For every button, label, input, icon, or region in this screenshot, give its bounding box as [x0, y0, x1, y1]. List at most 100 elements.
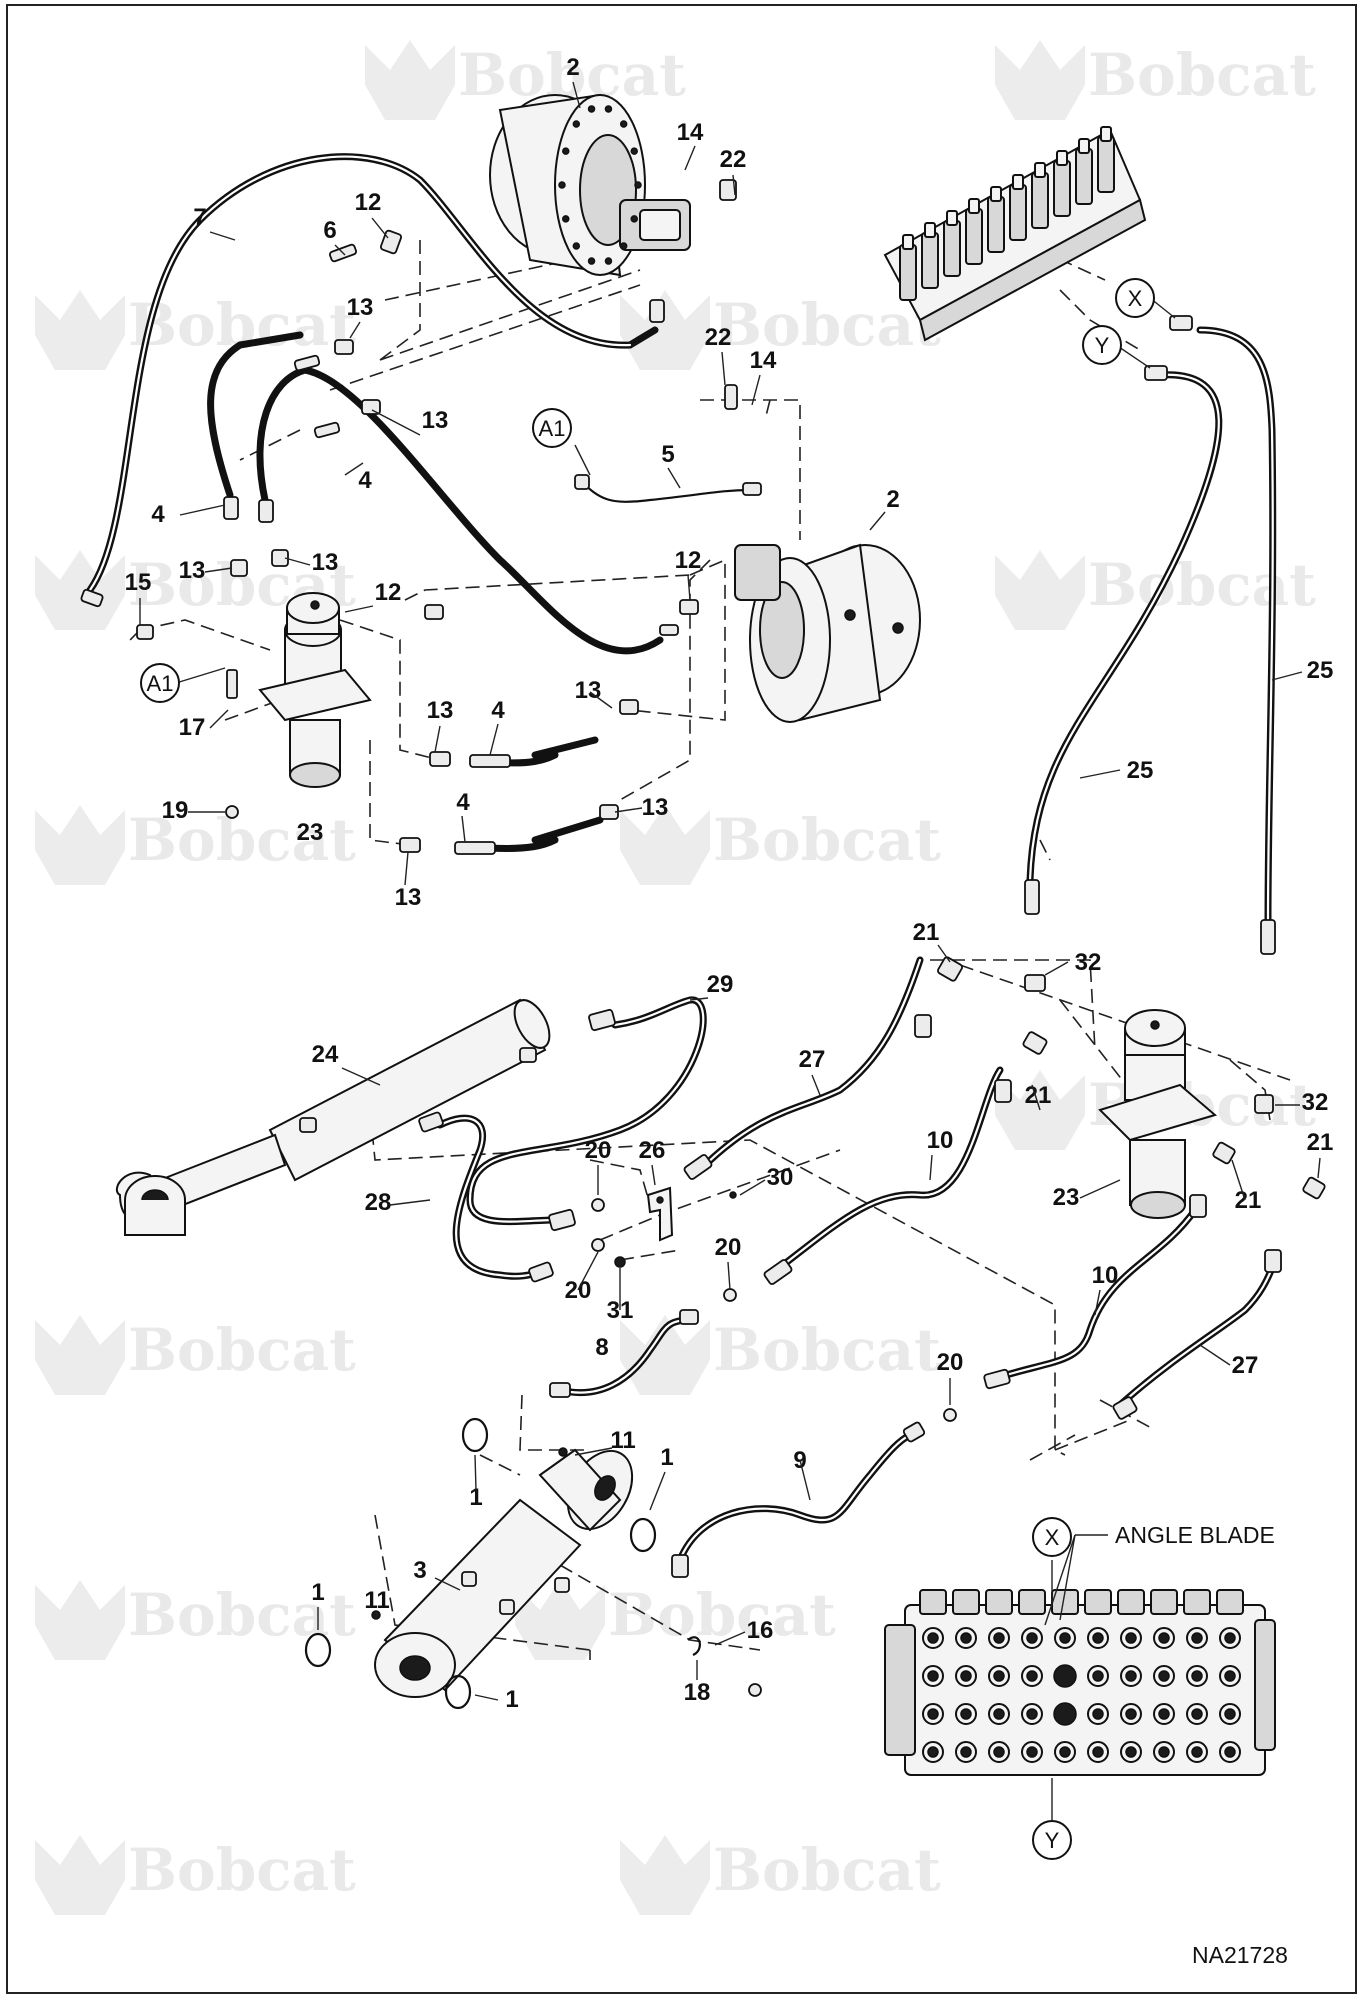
- swivel-joint-right: [1098, 1009, 1218, 1219]
- dashed-connection-lines: [129, 240, 1291, 1660]
- leader-line: [687, 574, 691, 601]
- svg-text:A1: A1: [147, 671, 174, 696]
- leader-line: [751, 374, 761, 406]
- leader-line: [461, 815, 466, 843]
- svg-text:X: X: [1045, 1525, 1060, 1550]
- callout-3: 3: [413, 1557, 426, 1584]
- marker-x-top: X: [1115, 278, 1155, 318]
- svg-text:X: X: [1128, 286, 1143, 311]
- callout-13: 13: [642, 794, 669, 821]
- leader-line: [739, 1179, 766, 1196]
- bobcat-watermark: Bobcat: [995, 40, 1316, 120]
- leader-line: [474, 1694, 499, 1701]
- leader-line: [574, 1447, 613, 1456]
- callout-1: 1: [469, 1484, 482, 1511]
- callout-2: 2: [886, 486, 899, 513]
- bobcat-watermark: Bobcat: [35, 1835, 356, 1915]
- callout-13: 13: [422, 407, 449, 434]
- svg-text:Bobcat: Bobcat: [713, 806, 941, 874]
- svg-text:Bobcat: Bobcat: [713, 1836, 941, 1904]
- leader-line: [1271, 671, 1303, 681]
- svg-text:Y: Y: [1095, 333, 1110, 358]
- callout-23: 23: [1053, 1184, 1080, 1211]
- leader-line: [179, 504, 226, 516]
- callout-4: 4: [151, 501, 165, 528]
- marker-x-inset: X: [1032, 1517, 1072, 1557]
- callout-13: 13: [575, 677, 602, 704]
- leader-line: [434, 1577, 461, 1591]
- leader-line: [1094, 1289, 1101, 1316]
- callout-13: 13: [312, 549, 339, 576]
- leader-line: [937, 944, 951, 963]
- callout-1: 1: [505, 1686, 518, 1713]
- leader-line: [589, 691, 613, 709]
- callout-14: 14: [677, 119, 704, 146]
- bracket-26: [646, 1186, 674, 1242]
- bobcat-watermark: Bobcat: [515, 1580, 836, 1660]
- bobcat-watermark: Bobcat: [620, 1835, 941, 1915]
- cylinder-3: [374, 1448, 634, 1698]
- leader-line: [341, 1067, 381, 1086]
- callout-13: 13: [395, 884, 422, 911]
- callout-16: 16: [747, 1617, 774, 1644]
- callout-20: 20: [937, 1349, 964, 1376]
- callout-22: 22: [720, 146, 747, 173]
- callout-28: 28: [365, 1189, 392, 1216]
- callout-29: 29: [707, 971, 734, 998]
- callout-15: 15: [125, 569, 152, 596]
- callout-21: 21: [913, 919, 940, 946]
- leader-line: [371, 409, 421, 436]
- leader-line: [344, 462, 364, 476]
- swivel-joint-upper: [258, 592, 372, 788]
- leader-line: [1199, 1344, 1231, 1366]
- callout-21: 21: [1307, 1129, 1334, 1156]
- leader-line: [404, 851, 409, 886]
- svg-text:Bobcat: Bobcat: [128, 806, 356, 874]
- leader-line: [474, 1454, 477, 1491]
- callout-20: 20: [565, 1277, 592, 1304]
- leader-line: [334, 244, 346, 256]
- marker-a1-left: A1: [140, 663, 180, 703]
- leader-line: [1031, 1084, 1041, 1111]
- leader-line: [684, 145, 696, 171]
- callout-20: 20: [715, 1234, 742, 1261]
- callout-1: 1: [660, 1444, 673, 1471]
- svg-text:Bobcat: Bobcat: [713, 291, 941, 359]
- callout-4: 4: [358, 467, 372, 494]
- callout-10: 10: [927, 1127, 954, 1154]
- callout-13: 13: [427, 697, 454, 724]
- callout-22: 22: [705, 324, 732, 351]
- leader-line: [732, 174, 736, 196]
- leader-line: [714, 1631, 746, 1646]
- svg-text:Bobcat: Bobcat: [1088, 551, 1316, 619]
- travel-motor-upper: [489, 93, 691, 277]
- diagram-frame: [6, 4, 1357, 1994]
- svg-text:Bobcat: Bobcat: [713, 1316, 941, 1384]
- marker-a1-top: A1: [532, 408, 572, 448]
- leader-line: [434, 725, 441, 753]
- callout-11: 11: [364, 1587, 389, 1614]
- leader-line: [209, 709, 229, 729]
- leader-line: [572, 81, 581, 109]
- leader-line: [389, 1199, 431, 1206]
- svg-text:Bobcat: Bobcat: [128, 1316, 356, 1384]
- callout-10: 10: [1092, 1262, 1119, 1289]
- callout-7: 7: [193, 204, 206, 231]
- bobcat-watermark: Bobcat: [995, 550, 1316, 630]
- leader-line: [811, 1074, 821, 1096]
- svg-text:Bobcat: Bobcat: [608, 1581, 836, 1649]
- leader-line: [649, 1471, 666, 1511]
- inset-control-valve: [884, 1589, 1276, 1776]
- leader-line: [727, 1261, 731, 1291]
- callout-1: 1: [311, 1579, 324, 1606]
- leader-line: [209, 231, 236, 241]
- travel-motor-lower: [734, 543, 921, 723]
- leader-line: [869, 511, 886, 531]
- marker-y-top: Y: [1082, 325, 1122, 365]
- callout-32: 32: [1075, 949, 1102, 976]
- callout-8: 8: [595, 1334, 608, 1361]
- leader-line: [614, 807, 643, 813]
- leader-line: [371, 217, 389, 239]
- figure-id: NA21728: [1192, 1942, 1288, 1968]
